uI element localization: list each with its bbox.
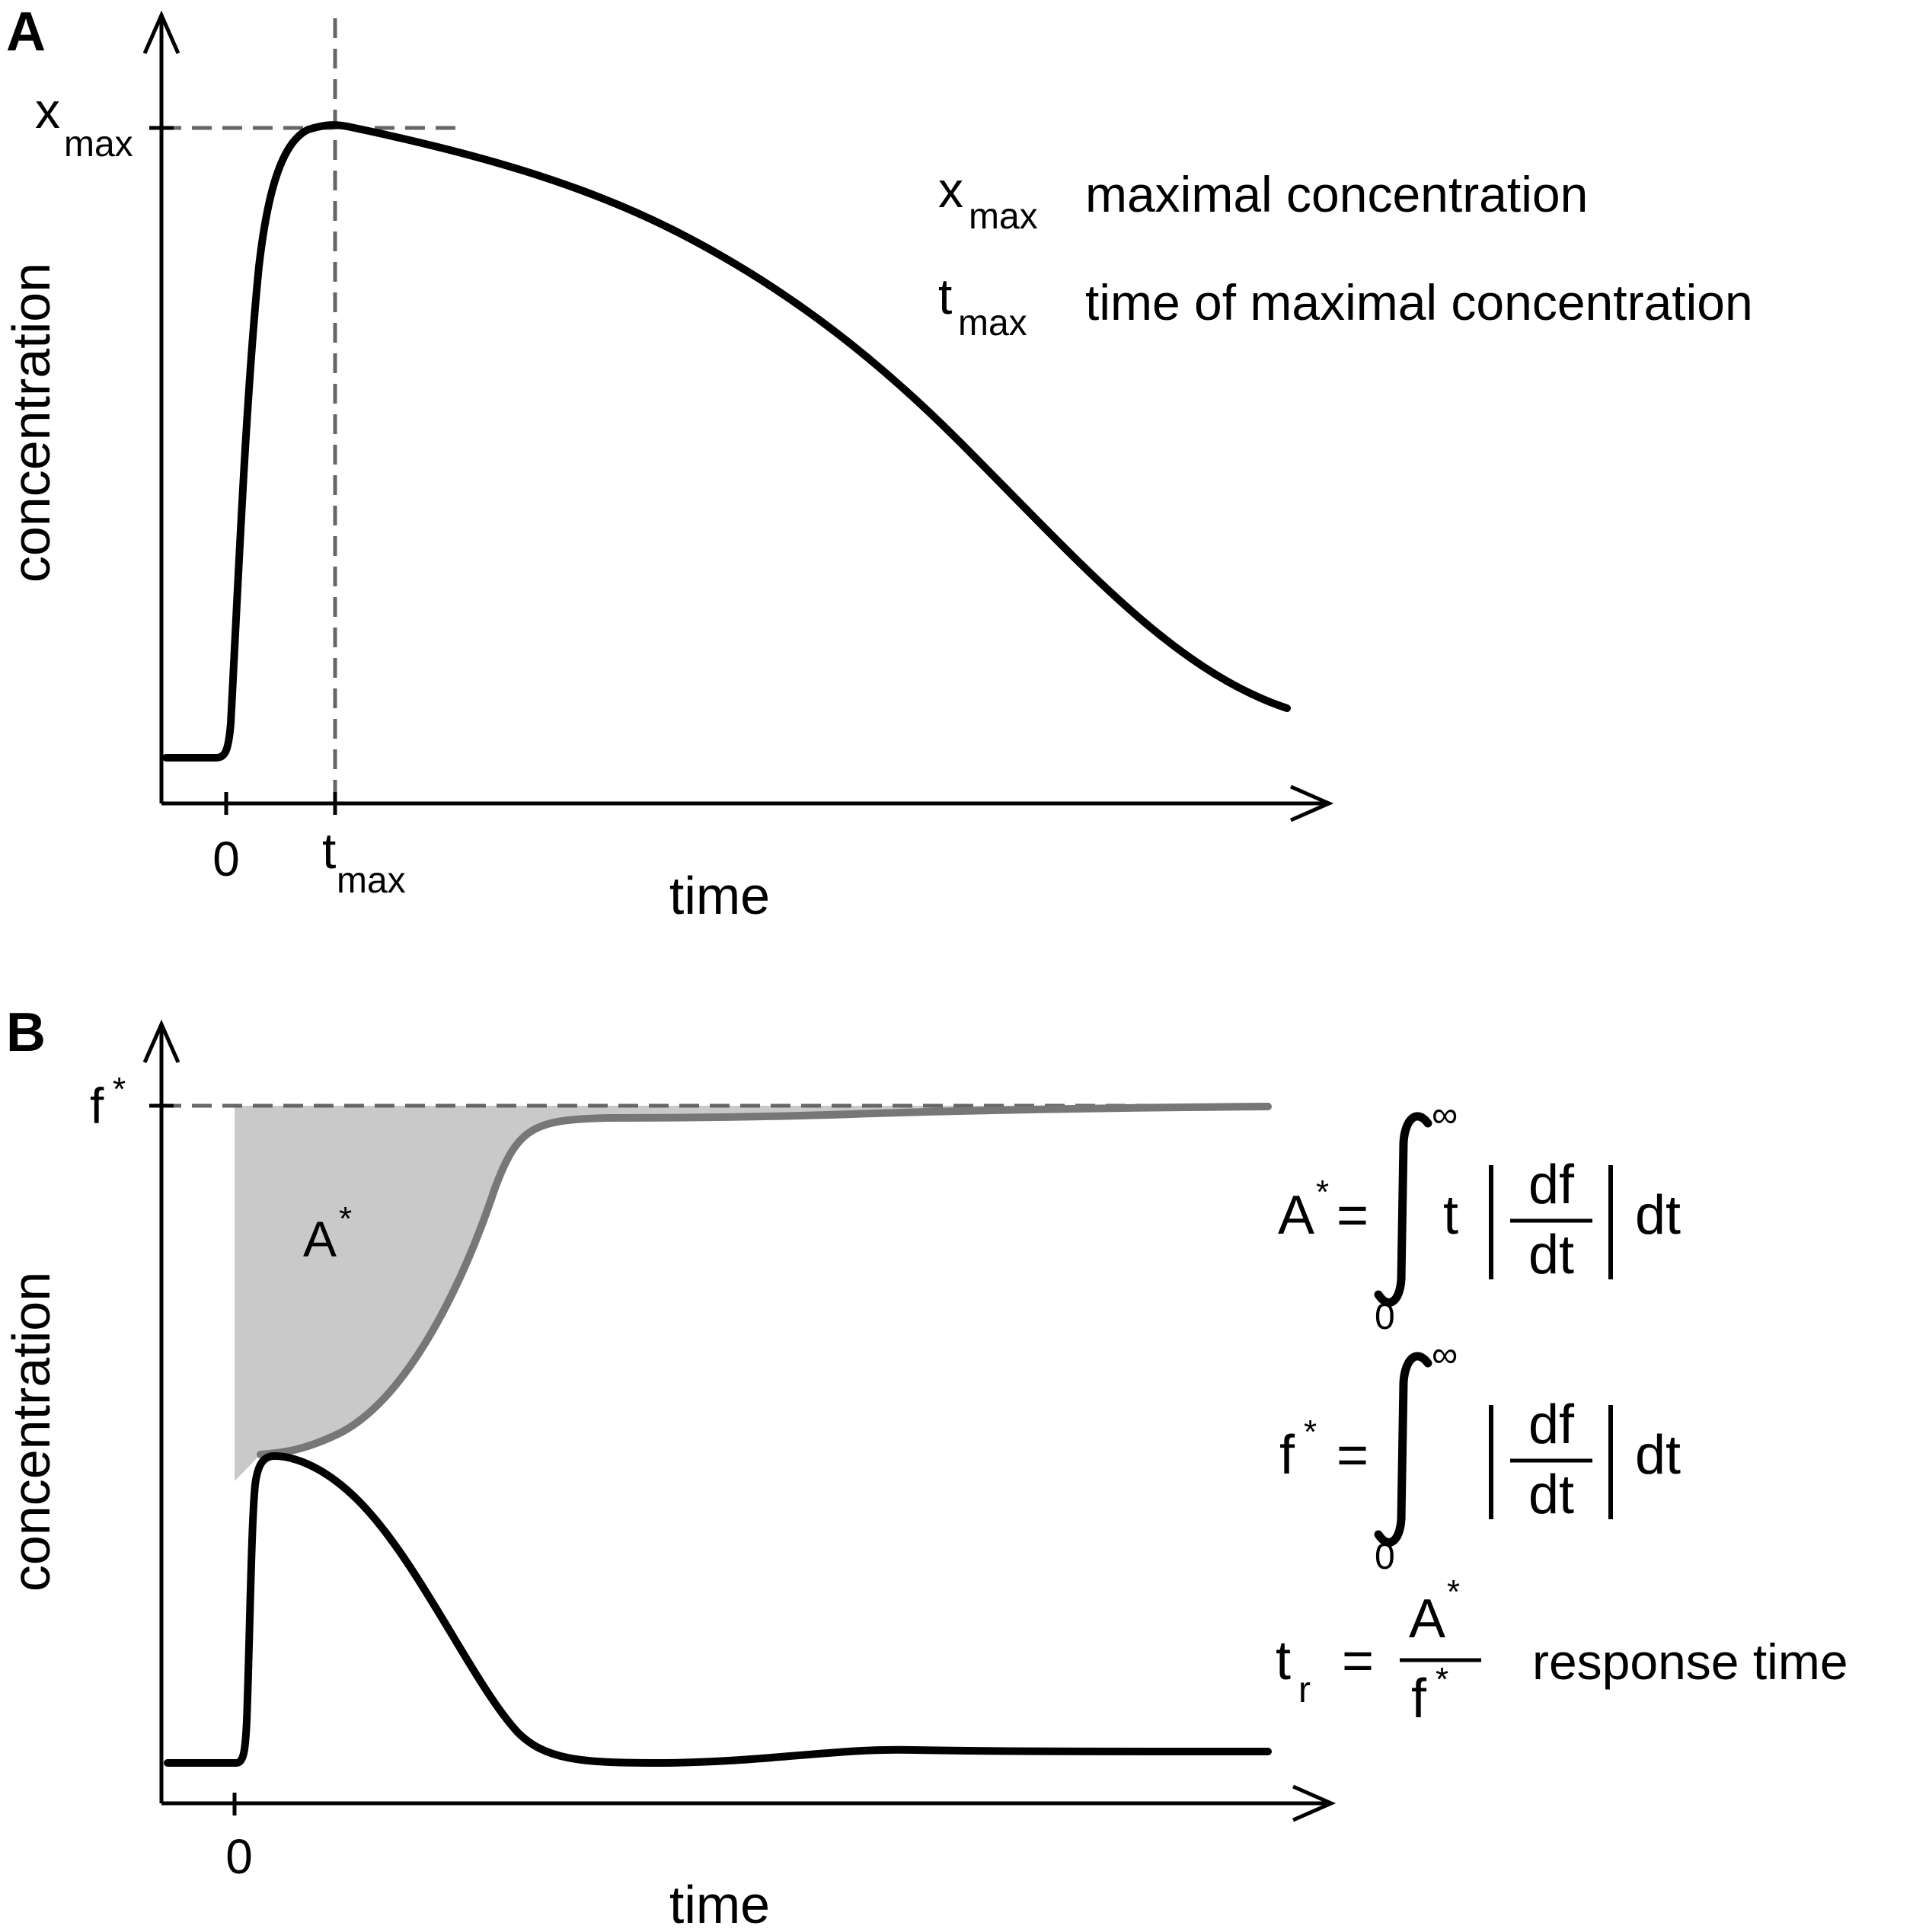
legend-x-max-symbol-sub: max <box>969 196 1038 237</box>
shaded-area-a-star <box>235 1106 1268 1481</box>
y-axis-title-b: concentration <box>2 1272 61 1592</box>
formula-a-star-factor: t <box>1443 1185 1458 1246</box>
formula-f-star-upper-limit: ∞ <box>1432 1335 1458 1375</box>
x-tick-zero-b: 0 <box>225 1829 253 1884</box>
panel-b: B 0 f * A * time concentration A * = <box>2 1002 1848 1932</box>
y-axis-title-a: concentration <box>2 263 61 583</box>
formula-t-r-text: response time <box>1532 1633 1848 1690</box>
panel-a: A 0 t max x max time concentration x max… <box>2 2 1753 925</box>
formula-f-star-lhs-sup: * <box>1304 1413 1317 1451</box>
formula-f-star-equals: = <box>1337 1425 1369 1486</box>
formula-t-r-equals: = <box>1342 1630 1374 1691</box>
formula-f-star-differential: dt <box>1635 1425 1681 1486</box>
formula-a-star-lower-limit: 0 <box>1375 1297 1395 1337</box>
formula-t-r-numerator-sup: * <box>1447 1573 1460 1611</box>
y-marker-x-max-sub: max <box>64 124 133 164</box>
formula-f-star-numerator: df <box>1528 1394 1575 1455</box>
formula-t-r-numerator-base: A <box>1409 1589 1445 1649</box>
concentration-curve <box>162 121 1291 762</box>
formula-t-r: t r = A * f * response time <box>1276 1573 1848 1729</box>
x-axis-b <box>161 1784 1337 1822</box>
y-axis-b <box>142 1019 180 1803</box>
panel-b-letter: B <box>6 1002 46 1063</box>
legend-x-max-symbol-base: x <box>938 161 963 218</box>
area-label-a-star-base: A <box>303 1211 337 1267</box>
area-label-a-star-sup: * <box>339 1200 352 1237</box>
legend-t-max-symbol-sub: max <box>958 303 1027 343</box>
formula-a-star-differential: dt <box>1635 1185 1681 1246</box>
formula-a-star-lhs-sup: * <box>1316 1174 1329 1211</box>
x-axis-title-b: time <box>669 1875 770 1932</box>
x-tick-t-max-sub: max <box>337 861 406 901</box>
formula-t-r-lhs-base: t <box>1276 1630 1291 1691</box>
concentration-curve-b <box>164 1452 1272 1767</box>
legend-t-max-symbol-base: t <box>938 268 952 324</box>
formula-f-star-lower-limit: 0 <box>1375 1537 1395 1577</box>
formula-a-star-lhs-base: A <box>1278 1185 1314 1246</box>
legend-t-max-text: time of maximal concentration <box>1085 274 1753 331</box>
formula-f-star-denominator: dt <box>1528 1464 1574 1525</box>
formula-t-r-denominator-sup: * <box>1436 1661 1448 1698</box>
formula-a-star-denominator: dt <box>1528 1225 1574 1285</box>
x-axis-title-a: time <box>669 866 770 925</box>
formula-f-star-lhs-base: f <box>1279 1425 1295 1486</box>
integral-sign-f-star <box>1374 1352 1432 1547</box>
response-curve-f <box>257 1103 1272 1458</box>
formula-a-star: A * = ∞ 0 t df dt dt <box>1278 1095 1681 1337</box>
y-marker-f-star-base: f <box>90 1078 104 1134</box>
integral-sign-a-star <box>1374 1112 1432 1307</box>
x-axis-a <box>161 784 1334 822</box>
y-axis-a <box>142 10 180 803</box>
legend-x-max-text: maximal concentration <box>1085 166 1588 222</box>
x-tick-zero-a: 0 <box>212 832 240 886</box>
y-marker-f-star-sup: * <box>113 1071 126 1108</box>
formula-t-r-lhs-sub: r <box>1298 1670 1311 1710</box>
formula-a-star-equals: = <box>1337 1185 1369 1246</box>
formula-a-star-numerator: df <box>1528 1154 1575 1215</box>
formula-t-r-denominator-base: f <box>1411 1669 1427 1729</box>
formula-f-star: f * = ∞ 0 df dt dt <box>1279 1335 1681 1577</box>
legend-a: x max maximal concentration t max time o… <box>938 161 1753 343</box>
x-tick-t-max-base: t <box>322 822 336 879</box>
y-marker-x-max-base: x <box>35 82 60 139</box>
formula-a-star-upper-limit: ∞ <box>1432 1095 1458 1135</box>
panel-a-letter: A <box>6 2 46 62</box>
